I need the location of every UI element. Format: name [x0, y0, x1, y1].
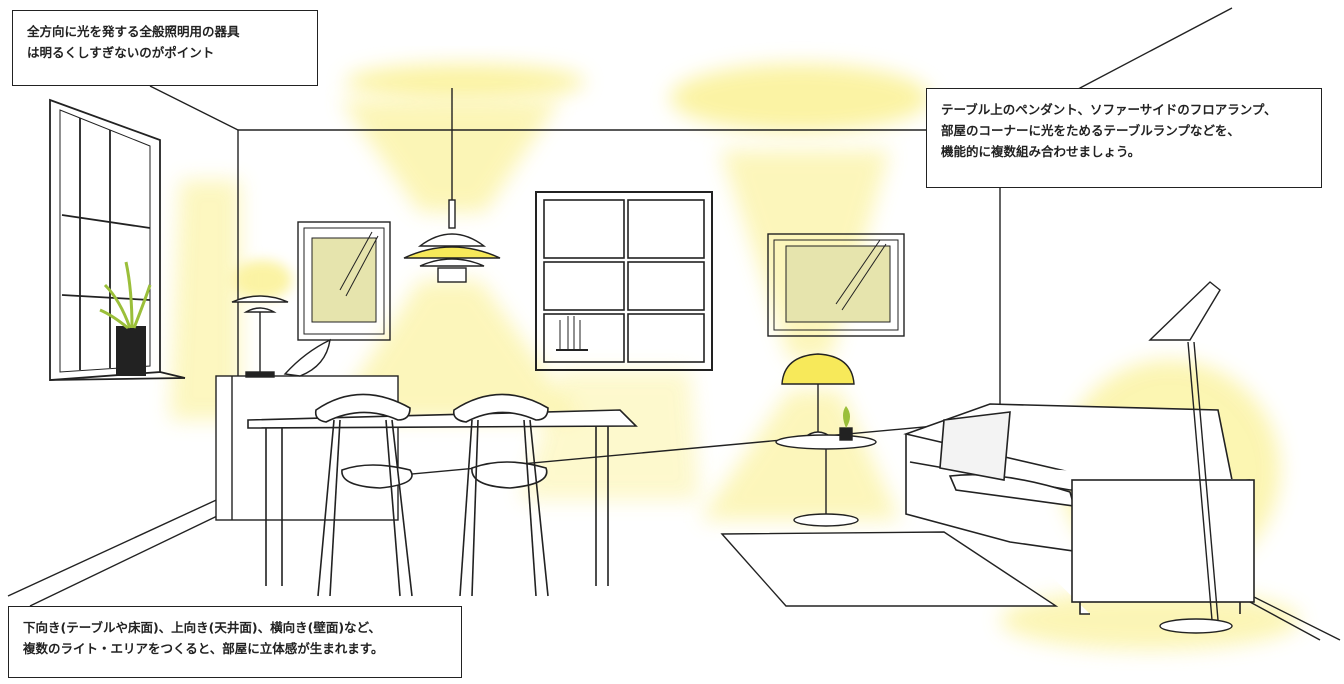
annotation-general-lighting: 全方向に光を発する全般照明用の器具 は明るくしすぎないのがポイント [12, 10, 318, 86]
floor-lamp [1148, 281, 1233, 634]
back-window [535, 191, 713, 371]
picture-frame-right [767, 233, 905, 337]
ceiling-glow-left [345, 64, 585, 100]
picture-frame-left [297, 221, 391, 341]
dining-chair-1 [314, 393, 413, 597]
table-lamp-left [231, 295, 289, 378]
pendant-lamp [403, 88, 501, 283]
side-table-lamp [775, 353, 877, 527]
room-lines [7, 7, 1341, 641]
sofa [903, 403, 1255, 615]
wall-glow-window [520, 370, 700, 500]
plant-left [99, 261, 152, 376]
pendant-uplight-cone [340, 100, 560, 212]
annotation-lamp-combination: テーブル上のペンダント、ソファーサイドのフロアランプ、 部屋のコーナーに光をため… [926, 88, 1322, 188]
floor-glow [1000, 590, 1300, 650]
wall-glow-left [170, 180, 240, 420]
corner-lamp-downcone [700, 390, 900, 520]
rug [720, 531, 1059, 607]
wall-lamp-glow [232, 260, 292, 300]
left-window [49, 98, 186, 381]
annotation-light-areas: 下向き(テーブルや床面)、上向き(天井面)、横向き(壁面)など、 複数のライト・… [8, 606, 462, 678]
dining-chair-2 [452, 393, 549, 597]
ceiling-glow-right [670, 64, 930, 132]
